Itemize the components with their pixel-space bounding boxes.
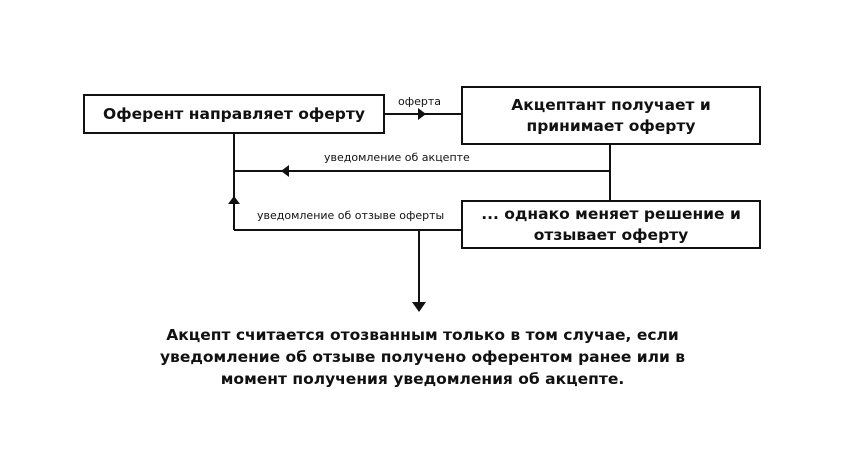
acceptor-node: Акцептант получает и принимает оферту bbox=[461, 86, 761, 145]
revoke-node-label: ... однако меняет решение и отзывает офе… bbox=[481, 204, 741, 244]
conclusion-arrowhead bbox=[412, 302, 426, 312]
conclusion-text: Акцепт считается отозванным только в том… bbox=[159, 326, 686, 388]
acceptance-notice-label: уведомление об акцепте bbox=[324, 151, 470, 164]
offeror-node: Оферент направляет оферту bbox=[83, 94, 385, 134]
offer-arrowhead bbox=[418, 108, 426, 120]
revocation-notice-label: уведомление об отзыве оферты bbox=[257, 209, 445, 222]
revocation-notice-arrowhead bbox=[228, 196, 240, 204]
acceptor-node-label: Акцептант получает и принимает оферту bbox=[511, 95, 711, 135]
offeror-node-label: Оферент направляет оферту bbox=[103, 104, 365, 123]
acceptance-notice-arrowhead bbox=[281, 165, 289, 177]
offer-edge-label: оферта bbox=[398, 95, 442, 108]
revoke-node: ... однако меняет решение и отзывает офе… bbox=[461, 200, 761, 249]
